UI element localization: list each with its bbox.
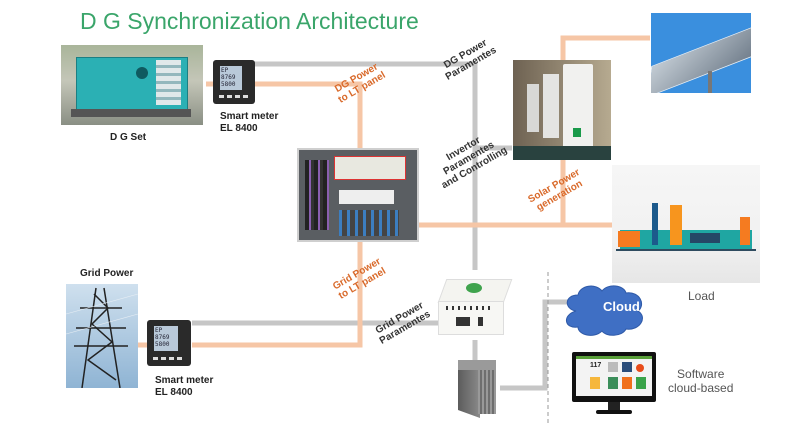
smart-meter-bottom-name: Smart meter [155,375,214,386]
meter-bottom-display-line2: 8769 [155,334,170,341]
lt-panel-image [297,148,419,242]
meter-display-line3: 5800 [221,81,236,88]
smart-meter-top-name: Smart meter [220,111,279,122]
cloud-label: Cloud [603,299,640,314]
smart-meter-bottom-model: EL 8400 [155,387,193,398]
transmission-tower-icon [66,287,138,388]
server-icon [458,359,498,419]
software-label-line1: Software [677,367,725,381]
inverter-image [513,60,611,160]
software-label: Software cloud-based [668,367,733,395]
dg-set-label: D G Set [110,132,147,143]
load-image [612,165,760,283]
solar-panel-image [651,13,751,93]
smart-meter-bottom-image: EP 8769 5800 [147,320,191,366]
dg-power-line [206,81,363,148]
smart-meter-top-model: EL 8400 [220,123,258,134]
meter-bottom-display-line3: 5800 [155,341,170,348]
smart-meter-top-image: EP 8769 5800 [213,60,255,104]
software-label-line2: cloud-based [668,381,734,395]
dg-params-line [250,61,478,270]
server-cloud-line [500,299,568,391]
grid-lt-line [192,240,363,348]
grid-power-label: Grid Power [80,268,134,279]
smart-meter-top-label: Smart meter EL 8400 [220,111,278,135]
meter-bottom-display-line1: EP [155,327,163,334]
gateway-logo-icon [466,283,482,293]
software-monitor-image: 117 [572,352,656,416]
cloud-icon [566,285,643,336]
dg-set-image [61,45,203,125]
page-title: D G Synchronization Architecture [80,8,419,34]
load-label: Load [688,289,715,303]
meter-display-line2: 8769 [221,74,236,81]
meter-display-line1: EP [221,67,229,74]
dashboard-tile-value: 117 [590,362,602,369]
grid-tower-image [66,284,138,388]
gateway-device-image [437,275,513,335]
smart-meter-bottom-label: Smart meter EL 8400 [155,375,213,399]
